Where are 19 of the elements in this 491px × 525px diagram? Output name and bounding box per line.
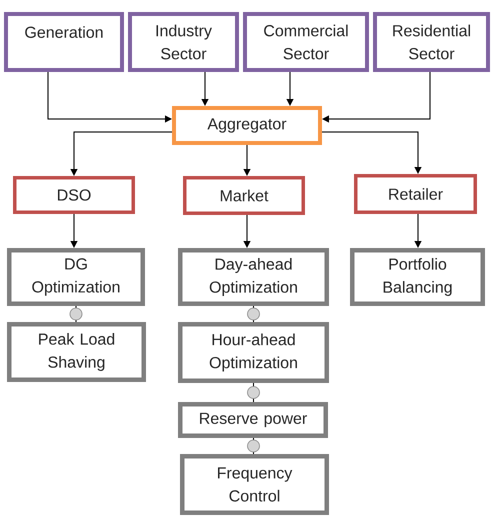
process-box: DSO <box>13 176 135 214</box>
process-box: Day-ahead Optimization <box>178 248 329 306</box>
ball-connector <box>247 382 260 402</box>
process-box: Retailer <box>354 174 477 214</box>
process-box: DG Optimization <box>7 248 145 306</box>
process-box: Industry Sector <box>128 12 239 72</box>
process-box: Generation <box>4 12 124 72</box>
process-box: Aggregator <box>172 106 322 145</box>
process-box: Hour-ahead Optimization <box>178 322 329 383</box>
process-box: Peak Load Shaving <box>7 322 146 382</box>
process-box: Frequency Control <box>180 454 329 515</box>
ball-connector <box>70 306 82 322</box>
process-box: Commercial Sector <box>243 12 369 72</box>
process-box: Market <box>183 176 305 215</box>
ball-connector <box>247 438 260 454</box>
process-box: Residential Sector <box>373 12 490 72</box>
process-box: Portfolio Balancing <box>350 248 485 306</box>
process-box: Reserve power <box>178 402 328 438</box>
ball-connector <box>247 306 260 322</box>
